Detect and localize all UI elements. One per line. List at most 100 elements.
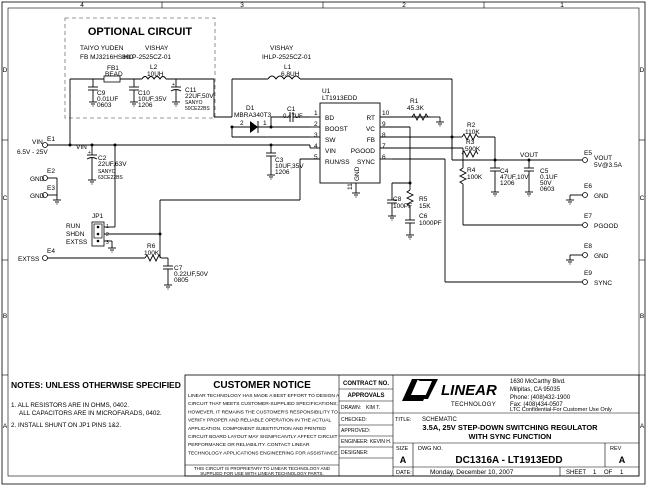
- u1-ref: U1: [322, 88, 331, 95]
- u1-pinnum-3: 3: [314, 132, 318, 139]
- e8-ref: E8: [584, 243, 592, 250]
- r3-resistor: [461, 149, 479, 159]
- r6-val: 100K: [144, 250, 160, 257]
- title-line-1: 3.5A, 25V STEP-DOWN SWITCHING REGULATOR: [422, 423, 598, 432]
- note-1b: ALL CAPACITORS ARE IN MICROFARADS, 0402.: [19, 410, 162, 417]
- c11-mfr: SANYO: [185, 100, 203, 106]
- customer-notice-line: VERIFY PROPER AND RELIABLE OPERATION IN …: [188, 418, 332, 424]
- net-vout: VOUT: [520, 152, 538, 159]
- proprietary-line-1: THIS CIRCUIT IS PROPRIETARY TO LINEAR TE…: [194, 466, 331, 471]
- terminal-e5[interactable]: [582, 157, 588, 163]
- address-line-1: 1630 McCarthy Blvd.: [510, 379, 566, 385]
- r1-ref: R1: [410, 98, 419, 105]
- c10-val: 10UF,35V: [138, 96, 167, 103]
- r4-val: 100K: [467, 174, 483, 181]
- linear-logo: LINEAR TECHNOLOGY: [402, 379, 497, 408]
- l2-val: 10UH: [147, 71, 164, 78]
- terminal-e9[interactable]: [582, 279, 588, 285]
- terminal-e4[interactable]: [42, 255, 48, 261]
- border-label-4: 4: [80, 2, 84, 9]
- c6-val: 1000PF: [419, 220, 442, 227]
- dwg-number: DC1316A - LT1913EDD: [455, 455, 562, 466]
- dwg-label: DWG NO.: [418, 446, 443, 452]
- size-value: A: [400, 455, 407, 465]
- terminal-e8[interactable]: [582, 252, 588, 258]
- terminal-e6[interactable]: [582, 192, 588, 198]
- notes-title: NOTES: UNLESS OTHERWISE SPECIFIED: [11, 380, 181, 390]
- e9-ref: E9: [584, 270, 592, 277]
- mfr-taiyo: TAIYO YUDEN: [80, 45, 124, 52]
- d1-pin2: 2: [240, 120, 244, 127]
- u1-pinnum-1: 1: [314, 110, 318, 117]
- schematic-label: SCHEMATIC: [422, 417, 458, 423]
- c5-volt: 50V: [540, 180, 552, 187]
- c6-ref: C6: [419, 213, 428, 220]
- r2-ref: R2: [467, 122, 476, 129]
- c2-val: 22UF,63V: [98, 161, 127, 168]
- l1-ref: L1: [284, 64, 292, 71]
- r2-resistor: [461, 132, 479, 142]
- u1-pin-boost: BOOST: [325, 126, 348, 133]
- customer-notice-title: CUSTOMER NOTICE: [213, 380, 311, 391]
- address-line-2: Milpitas, CA 95035: [510, 387, 561, 393]
- d1-diode: [250, 121, 258, 133]
- e6-net: GND: [594, 193, 609, 200]
- r3-val: 590K: [465, 146, 481, 153]
- c8-ref: C8: [393, 196, 402, 203]
- r4-resistor: [458, 167, 468, 185]
- customer-notice-line: HOWEVER, IT REMAINS THE CUSTOMER'S RESPO…: [188, 409, 338, 415]
- title-line-2: WITH SYNC FUNCTION: [469, 432, 552, 441]
- e1-ref: E1: [47, 136, 55, 143]
- e2-net: GND: [30, 176, 45, 183]
- customer-notice-line: PERFORMANCE OR RELIABILITY. CONTACT LINE…: [188, 442, 310, 448]
- r4-ref: R4: [467, 167, 476, 174]
- engineer-label: ENGINEER: KEVIN H.: [341, 439, 391, 445]
- customer-notice-line: LINEAR TECHNOLOGY HAS MADE A BEST EFFORT…: [188, 393, 340, 399]
- date-value: Monday, December 10, 2007: [430, 469, 514, 476]
- c1-val: 0.47UF: [283, 114, 303, 120]
- c5-ref: C5: [540, 168, 549, 175]
- u1-pinnum-8: 8: [382, 132, 386, 139]
- size-label: SIZE: [396, 446, 409, 452]
- fax: Fax: (408)434-0507: [510, 402, 563, 408]
- r6-ref: R6: [147, 243, 156, 250]
- u1-ic: U1 LT1913EDD BD BOOST SW VIN RUN/SS RT V…: [300, 88, 463, 198]
- r6-resistor: [144, 253, 162, 263]
- approvals-label: APPROVALS: [348, 393, 385, 399]
- border-label-3: 3: [240, 2, 244, 9]
- c11-part: 50CE22BS: [185, 106, 210, 112]
- border-label-a-right: A: [640, 423, 645, 430]
- e9-net: SYNC: [594, 280, 612, 287]
- l2-ref: L2: [150, 64, 158, 71]
- switch-section: VISHAY IHLP-2525CZ-01 L1 6.8UH D1 MBRA34…: [230, 45, 453, 160]
- u1-pinnum-10: 10: [382, 110, 390, 117]
- c7-pkg: 0805: [174, 277, 189, 284]
- jp1-extss-label: EXTSS: [66, 239, 88, 246]
- terminal-e7[interactable]: [582, 222, 588, 228]
- c3-ref: C3: [275, 157, 284, 164]
- c2-ref: C2: [98, 155, 107, 162]
- customer-notice-line: CIRCUIT THAT MEETS CUSTOMER-SUPPLIED SPE…: [188, 401, 338, 407]
- r1-val: 45.3K: [407, 105, 425, 112]
- mfr-taiyo-part: FB MJ3216HS800: [80, 54, 133, 61]
- input-section: E1 VIN 6.5V - 25V VIN + C2 22UF,63V SANY…: [17, 136, 310, 205]
- customer-notice-line: CIRCUIT BOARD LAYOUT MAY SIGNIFICANTLY A…: [188, 434, 338, 440]
- c5-val: 0.1UF: [540, 174, 558, 181]
- jp1-shunt[interactable]: [93, 223, 103, 239]
- u1-pinnum-5: 5: [314, 154, 318, 161]
- terminal-e1[interactable]: [42, 142, 48, 148]
- border-label-2: 2: [402, 2, 406, 9]
- approved-label: APPROVED:: [341, 428, 370, 434]
- l1-val: 6.8UH: [281, 71, 300, 78]
- c8-val: 100PF: [393, 203, 412, 210]
- designer-label: DESIGNER:: [341, 450, 369, 456]
- c2-mfr: SANYO: [98, 169, 116, 175]
- e7-net: PGOOD: [594, 223, 619, 230]
- jp1-shdn-label: SHDN: [66, 231, 85, 238]
- e5-rating: 5V@3.5A: [594, 162, 623, 169]
- border-label-b-right: B: [640, 313, 644, 320]
- optional-circuit-title: OPTIONAL CIRCUIT: [88, 26, 193, 38]
- contract-no-label: CONTRACT NO.: [343, 381, 389, 387]
- fb1-val: BEAD: [105, 71, 123, 78]
- of-label: OF: [604, 470, 613, 476]
